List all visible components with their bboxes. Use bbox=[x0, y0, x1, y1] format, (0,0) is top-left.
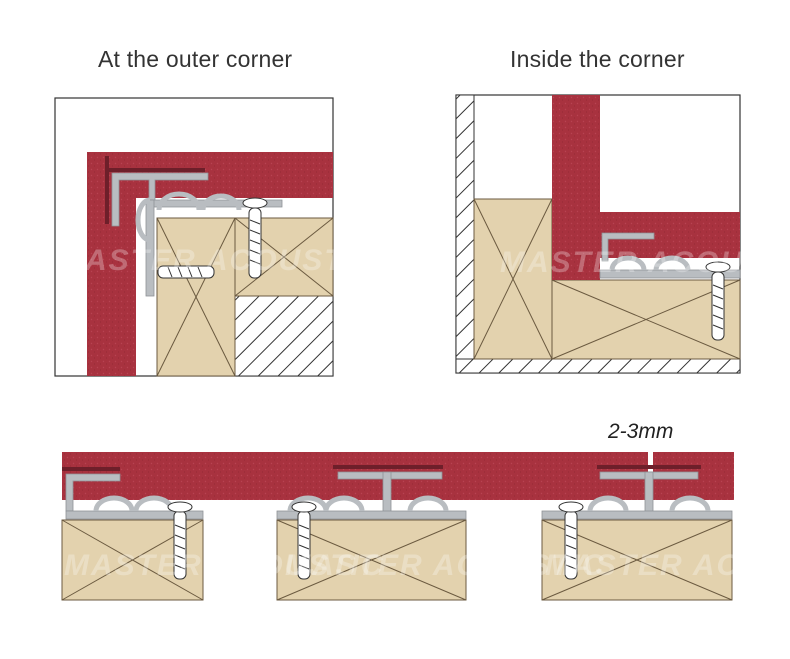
wood-batten bbox=[551, 279, 741, 360]
screw bbox=[242, 197, 268, 279]
outer-corner-title: At the outer corner bbox=[98, 46, 293, 72]
screw bbox=[705, 261, 731, 341]
watermark: MASTER ACOUSTIC bbox=[545, 549, 790, 582]
wall-hatch bbox=[233, 295, 334, 377]
screw bbox=[167, 501, 193, 580]
aluminium-profile bbox=[276, 471, 467, 520]
panel-joint-diagram: MASTER ACOUSTIC MASTER ACOUSTIC MASTER A… bbox=[61, 452, 790, 601]
wood-batten bbox=[473, 198, 553, 360]
screw bbox=[291, 501, 317, 580]
watermark: MASTER ACOUSTIC bbox=[64, 549, 385, 582]
inside-corner-diagram: MASTER ACOUSTIC bbox=[455, 94, 790, 374]
aluminium-profile bbox=[599, 232, 741, 279]
watermark: MASTER ACOUSTIC bbox=[285, 549, 606, 582]
screw bbox=[558, 501, 584, 580]
watermark: MASTER ACOUSTIC bbox=[58, 244, 379, 277]
wall-hatch bbox=[455, 94, 475, 374]
aluminium-profile bbox=[541, 471, 733, 520]
inside-corner-title: Inside the corner bbox=[510, 46, 685, 72]
acoustic-panel bbox=[552, 95, 600, 280]
screw bbox=[157, 265, 215, 279]
gap-annotation: 2-3mm bbox=[608, 420, 674, 443]
watermark: MASTER ACOUSTIC bbox=[500, 246, 790, 279]
wall-hatch bbox=[455, 358, 741, 374]
wood-batten bbox=[156, 217, 236, 377]
outer-corner-diagram: MASTER ACOUSTIC bbox=[54, 97, 379, 377]
acoustic-panel bbox=[87, 152, 136, 376]
